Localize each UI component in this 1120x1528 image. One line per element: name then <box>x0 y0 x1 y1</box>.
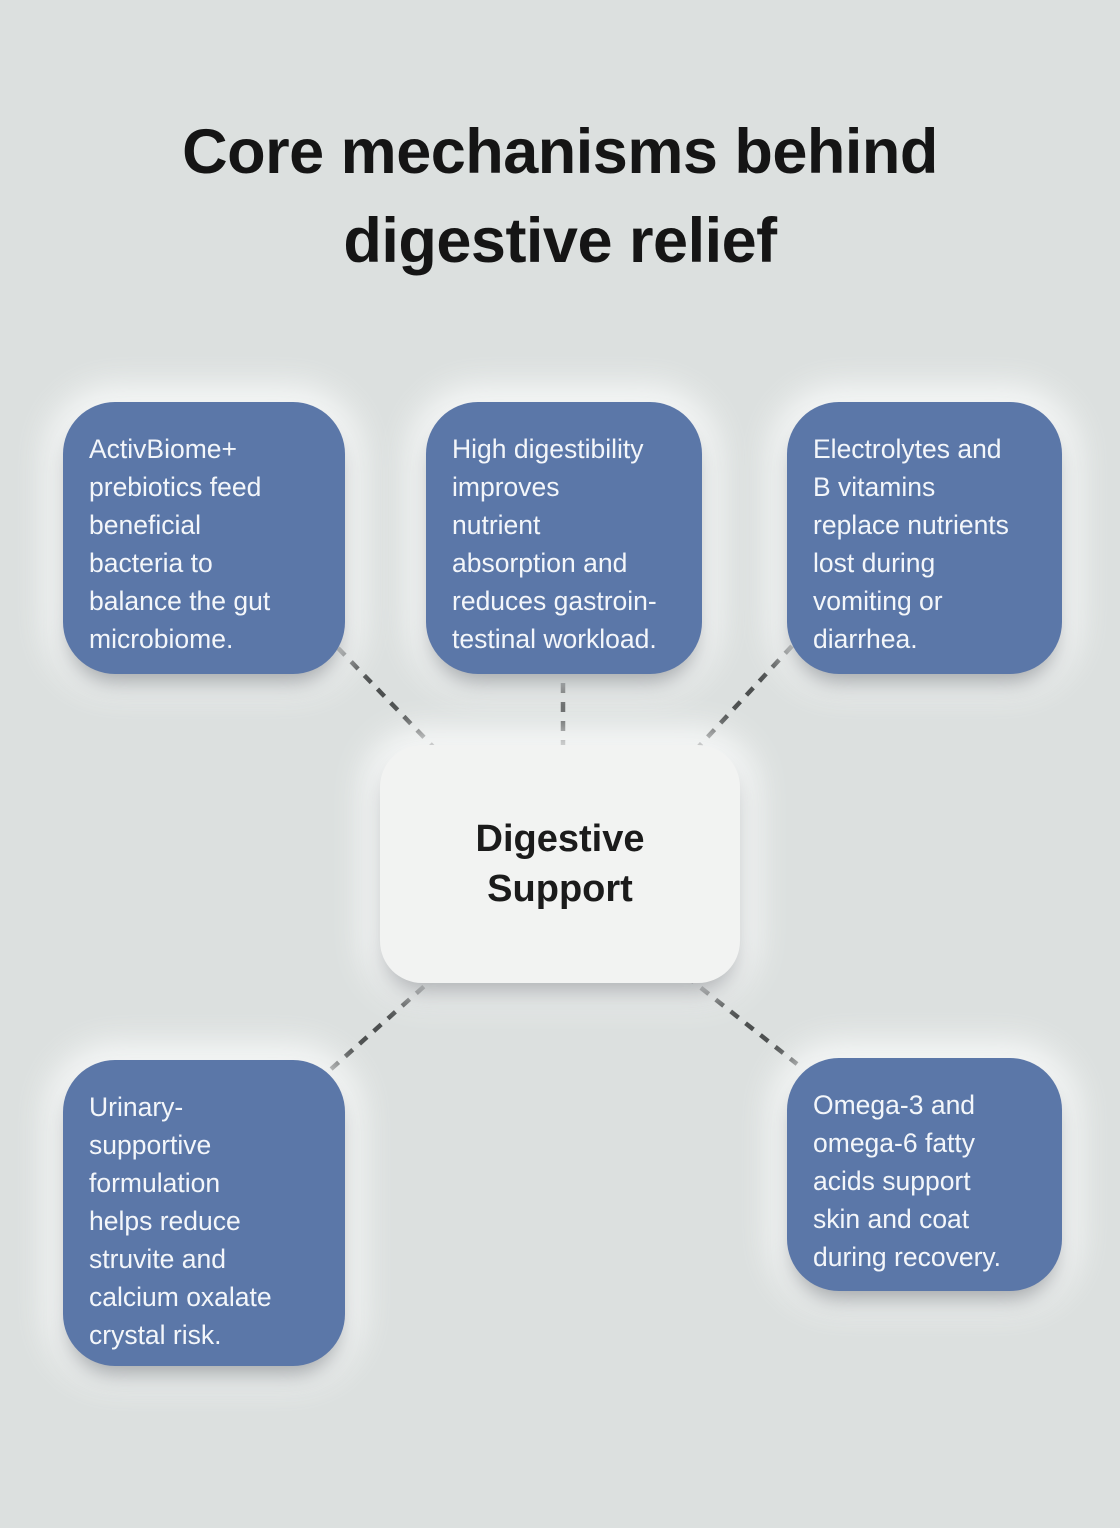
card-text: High digestibility improves nutrient abs… <box>452 434 657 654</box>
card-high-digestibility: High digestibility improves nutrient abs… <box>426 402 702 674</box>
card-text: Electrolytes and B vitamins replace nutr… <box>813 434 1009 654</box>
connector-line-bottom-left <box>328 972 440 1072</box>
center-node-label: Digestive Support <box>475 818 645 910</box>
card-text: Omega-3 and omega-6 fatty acids support … <box>813 1090 1002 1272</box>
connector-line-top-right <box>688 644 794 758</box>
connector-line-top-left <box>336 646 442 756</box>
connector-line-bottom-right <box>684 974 799 1066</box>
center-node-digestive-support: Digestive Support <box>380 745 740 983</box>
page-title: Core mechanisms behind digestive relief <box>182 117 938 277</box>
card-omega-fatty-acids: Omega-3 and omega-6 fatty acids support … <box>787 1058 1062 1291</box>
card-activbiome-prebiotics: ActivBiome+ prebiotics feed beneficial b… <box>63 402 345 674</box>
card-text: Urinary- supportive formulation helps re… <box>89 1092 272 1350</box>
card-electrolytes-b-vitamins: Electrolytes and B vitamins replace nutr… <box>787 402 1062 674</box>
card-text: ActivBiome+ prebiotics feed beneficial b… <box>89 434 271 654</box>
card-urinary-supportive: Urinary- supportive formulation helps re… <box>63 1060 345 1366</box>
